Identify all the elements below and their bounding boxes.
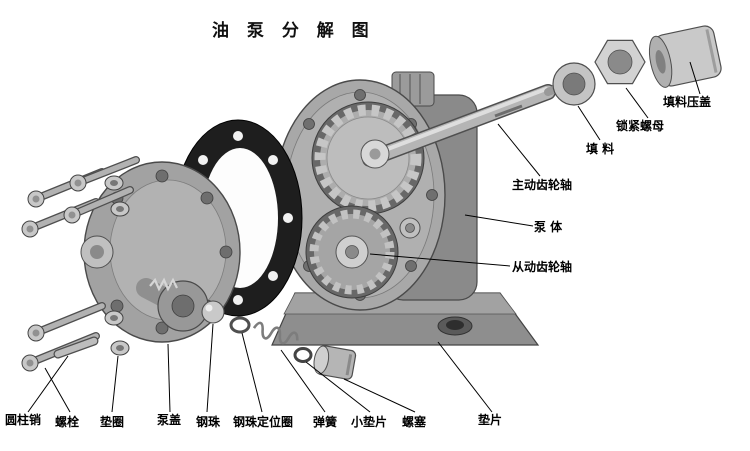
label-washer: 垫圈 [100,415,125,429]
driven-gear [305,205,399,299]
label-gasket-right: 垫片 [478,413,503,427]
label-bolt: 螺栓 [55,415,80,429]
label-lock-nut: 锁紧螺母 [616,119,665,133]
packing-part [552,62,596,106]
cylindrical-pin-part [53,336,99,359]
label-driven-gear-shaft: 从动齿轮轴 [512,260,573,274]
label-small-gasket: 小垫片 [351,415,388,429]
bolts-upper [21,156,140,238]
label-pump-cover: 泵盖 [157,413,182,427]
small-gasket-part [293,347,313,363]
label-packing-gland: 填料压盖 [663,95,712,109]
label-screw-plug: 螺塞 [402,415,427,429]
screw-plug-part [313,345,357,380]
washers-upper [104,175,130,217]
label-pump-body: 泵 体 [534,220,563,234]
label-steel-ball: 钢珠 [196,415,221,429]
label-cylindrical-pin: 圆柱销 [5,413,42,427]
washers-lower [104,310,130,356]
label-spring: 弹簧 [313,415,338,429]
label-packing: 填 料 [586,142,615,156]
spring-part [252,321,299,345]
label-ball-positioning-ring: 钢珠定位圈 [233,415,294,429]
pump-base [271,292,540,346]
lock-nut-part [594,39,646,85]
valve-boss [136,277,209,332]
ball-positioning-ring-part [229,316,251,334]
packing-gland-part [648,25,722,88]
diagram-title: 油 泵 分 解 图 [212,21,375,41]
leader-lines [27,61,701,413]
label-driving-gear-shaft: 主动齿轮轴 [512,178,573,192]
steel-ball-part [201,300,225,324]
